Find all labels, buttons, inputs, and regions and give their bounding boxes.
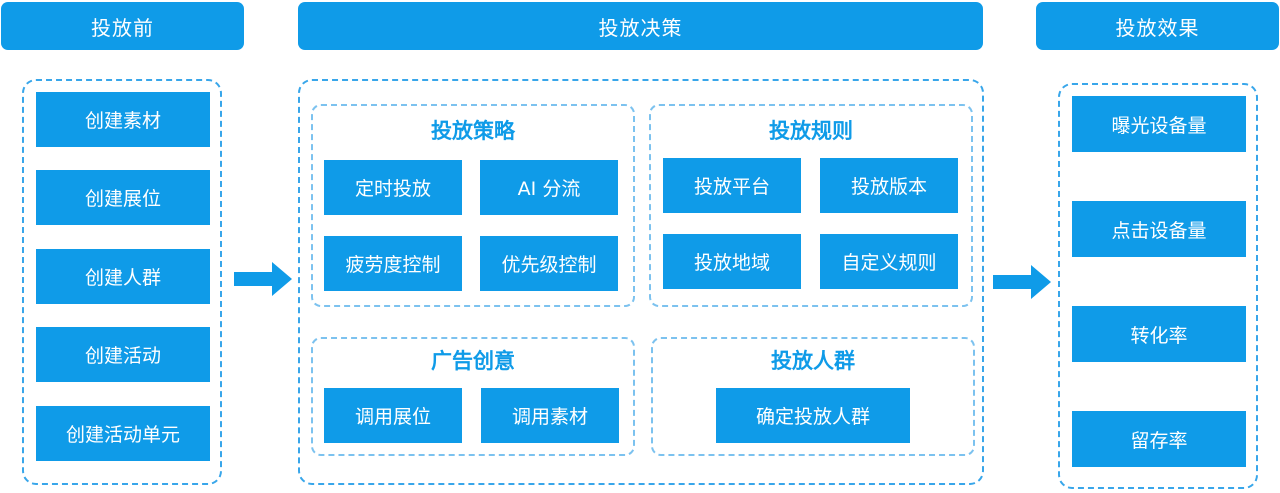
header-before: 投放前 bbox=[1, 2, 244, 50]
creative-item-use-material: 调用素材 bbox=[481, 388, 619, 443]
rules-frame bbox=[649, 104, 973, 307]
before-item-create-audience: 创建人群 bbox=[36, 249, 210, 304]
strategy-title: 投放策略 bbox=[431, 119, 515, 143]
effect-item-conversion: 转化率 bbox=[1072, 306, 1246, 362]
creative-item-use-slot: 调用展位 bbox=[324, 388, 462, 443]
effect-item-exposure: 曝光设备量 bbox=[1072, 96, 1246, 152]
arrow-right-icon bbox=[993, 265, 1053, 299]
audience-frame bbox=[651, 337, 975, 456]
before-item-create-slot: 创建展位 bbox=[36, 170, 210, 225]
decision-frame bbox=[298, 79, 984, 485]
effect-item-retention: 留存率 bbox=[1072, 411, 1246, 467]
rules-item-region: 投放地域 bbox=[663, 234, 801, 289]
strategy-frame bbox=[311, 104, 635, 307]
strategy-item-fatigue-control: 疲劳度控制 bbox=[324, 236, 462, 291]
rules-item-platform: 投放平台 bbox=[663, 158, 801, 213]
effect-item-clicks: 点击设备量 bbox=[1072, 201, 1246, 257]
rules-title: 投放规则 bbox=[769, 119, 853, 143]
strategy-item-ai-split: AI 分流 bbox=[480, 160, 618, 215]
rules-item-version: 投放版本 bbox=[820, 158, 958, 213]
before-frame bbox=[22, 79, 222, 485]
rules-item-custom: 自定义规则 bbox=[820, 234, 958, 289]
arrow-right-icon bbox=[234, 262, 294, 296]
audience-title: 投放人群 bbox=[771, 349, 855, 373]
before-item-create-material: 创建素材 bbox=[36, 92, 210, 147]
effect-frame bbox=[1058, 83, 1258, 489]
creative-frame bbox=[311, 337, 635, 456]
header-effect: 投放效果 bbox=[1036, 2, 1279, 50]
audience-item-determine: 确定投放人群 bbox=[716, 388, 910, 443]
header-decision: 投放决策 bbox=[298, 2, 983, 50]
strategy-item-priority-control: 优先级控制 bbox=[480, 236, 618, 291]
before-item-create-campaign-unit: 创建活动单元 bbox=[36, 406, 210, 461]
creative-title: 广告创意 bbox=[431, 349, 515, 373]
strategy-item-scheduled: 定时投放 bbox=[324, 160, 462, 215]
before-item-create-campaign: 创建活动 bbox=[36, 327, 210, 382]
